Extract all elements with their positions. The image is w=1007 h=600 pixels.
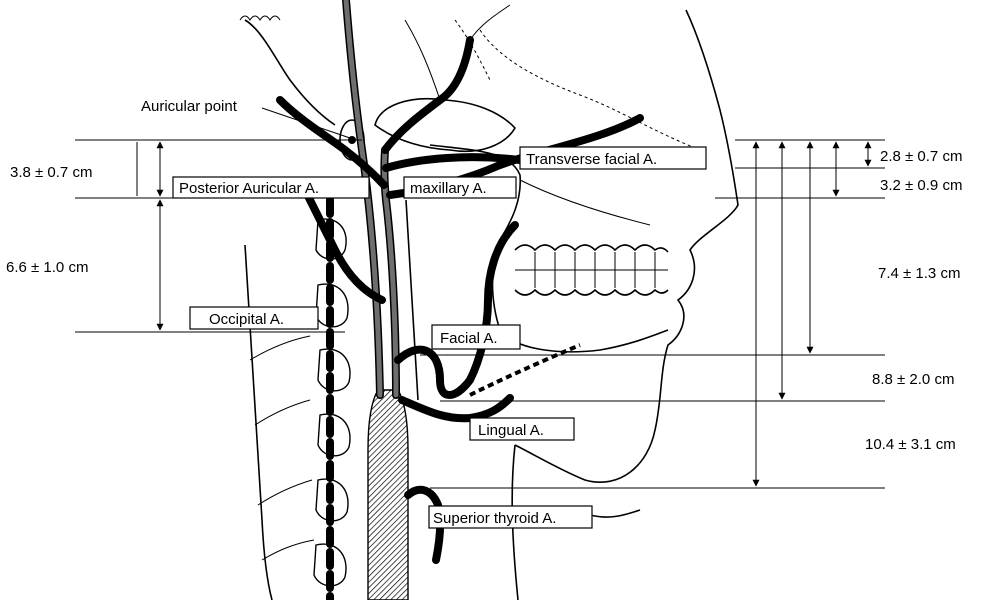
superficial-temporal-artery bbox=[385, 40, 470, 150]
facial-artery-distal bbox=[470, 345, 580, 395]
lower-teeth-row bbox=[515, 290, 668, 295]
posterior-auricular-artery-vessel bbox=[280, 100, 384, 185]
measurement-right-1: 2.8 ± 0.7 cm bbox=[880, 148, 962, 165]
common-carotid-artery bbox=[368, 390, 408, 600]
auricular-point-leader bbox=[262, 108, 350, 138]
label-occipital: Occipital A. bbox=[209, 311, 284, 328]
label-auricular-point: Auricular point bbox=[141, 98, 238, 115]
mandible-inner bbox=[520, 180, 650, 225]
upper-teeth-row bbox=[515, 245, 668, 252]
label-maxillary: maxillary A. bbox=[410, 180, 487, 197]
throat-outline bbox=[590, 510, 640, 517]
skin-fold-1 bbox=[250, 336, 310, 360]
retromandibular-vein bbox=[406, 200, 418, 400]
vertebra-3 bbox=[318, 349, 350, 391]
temporal-branch-2 bbox=[405, 20, 440, 100]
measurement-right-4: 8.8 ± 2.0 cm bbox=[872, 371, 954, 388]
ear-outline bbox=[375, 99, 515, 152]
vertebra-4 bbox=[318, 414, 350, 456]
measurement-right-3: 7.4 ± 1.3 cm bbox=[878, 265, 960, 282]
label-superior-thyroid: Superior thyroid A. bbox=[433, 510, 556, 527]
skin-fold-4 bbox=[262, 540, 314, 560]
measurement-left-2: 6.6 ± 1.0 cm bbox=[6, 259, 88, 276]
measurement-right-5: 10.4 ± 3.1 cm bbox=[865, 436, 956, 453]
measurement-right-2: 3.2 ± 0.9 cm bbox=[880, 177, 962, 194]
skin-fold-2 bbox=[255, 400, 310, 425]
skin-fold-3 bbox=[258, 480, 312, 505]
label-facial: Facial A. bbox=[440, 330, 498, 347]
label-transverse-facial: Transverse facial A. bbox=[526, 151, 657, 168]
label-lingual: Lingual A. bbox=[478, 422, 544, 439]
label-posterior-auricular: Posterior Auricular A. bbox=[179, 180, 319, 197]
hair-squiggle bbox=[240, 16, 280, 20]
temporal-branch-1 bbox=[470, 5, 510, 40]
measurement-left-1: 3.8 ± 0.7 cm bbox=[10, 164, 92, 181]
teeth bbox=[515, 245, 668, 295]
